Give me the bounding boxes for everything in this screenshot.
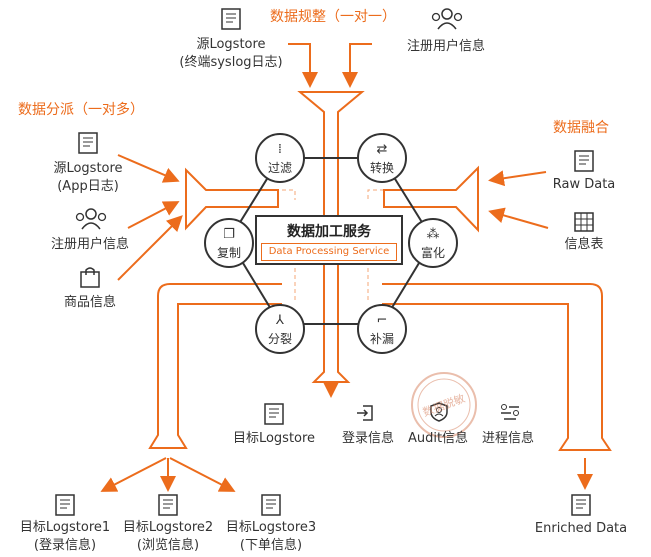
copy-label: 复制 [216,246,241,260]
out1-line1: 目标Logstore1 [19,520,111,535]
fill-label: 补漏 [369,332,394,346]
arrow-top-left [288,43,318,88]
out3-line1: 目标Logstore3 [225,520,317,535]
filter-label: 过滤 [267,161,292,175]
transform-icon: ⇄ [376,142,388,157]
header-distribute: 数据分派（一对多） [18,102,144,118]
copy-icon: ❐ [223,227,235,242]
left-pipe [148,283,282,449]
node-transform: ⇄ 转换 [357,133,407,183]
left-source-line1: 源Logstore [53,161,123,176]
header-regular: 数据规整（一对一） [270,9,396,25]
service-subtitle: Data Processing Service [261,243,397,261]
node-copy: ❐ 复制 [204,218,254,268]
filter-icon: ⁞ [277,142,283,157]
desensitize-stamp [411,372,477,438]
arrow-out-1 [100,457,167,492]
split-label: 分裂 [267,332,292,346]
service-box: 数据加工服务 Data Processing Service [255,215,403,265]
arrow-top-right [342,43,372,88]
arrow-out-3 [169,457,236,492]
left-users-label: 注册用户信息 [50,237,130,252]
login-label: 登录信息 [341,431,395,446]
arrow-left-3 [117,215,183,281]
process-label: 进程信息 [481,431,535,446]
out2-line1: 目标Logstore2 [122,520,214,535]
top-users-label: 注册用户信息 [406,39,486,54]
top-source-line2: (终端syslog日志) [179,55,283,70]
out1-line2: (登录信息) [33,538,97,553]
transform-label: 转换 [369,161,394,175]
top-source-line1: 源Logstore [196,37,266,52]
center-target-label: 目标Logstore [232,431,316,446]
arrow-left-2 [127,201,180,229]
node-fill: ⌐ 补漏 [357,304,407,354]
enrich-icon: ⁂ [426,227,440,242]
split-icon: ⅄ [276,313,284,328]
header-merge: 数据融合 [553,120,609,136]
left-funnel [185,167,279,231]
service-title: 数据加工服务 [287,224,371,240]
right-table-label: 信息表 [564,237,604,252]
left-source-line2: (App日志) [57,179,119,194]
fill-icon: ⌐ [376,313,388,328]
right-funnel [383,165,479,233]
out2-line2: (浏览信息) [136,538,200,553]
node-enrich: ⁂ 富化 [408,218,458,268]
node-split: ⅄ 分裂 [255,304,305,354]
audit-label: Audit信息 [407,431,469,446]
out3-line2: (下单信息) [239,538,303,553]
right-raw-label: Raw Data [552,177,616,192]
right-pipe [382,283,612,451]
left-goods-label: 商品信息 [63,295,117,310]
enrich-label: 富化 [420,246,445,260]
node-filter: ⁞ 过滤 [255,133,305,183]
arrow-left-1 [117,154,180,183]
arrow-right-1 [488,170,547,187]
enriched-label: Enriched Data [534,521,628,536]
arrow-right-2 [488,207,549,229]
